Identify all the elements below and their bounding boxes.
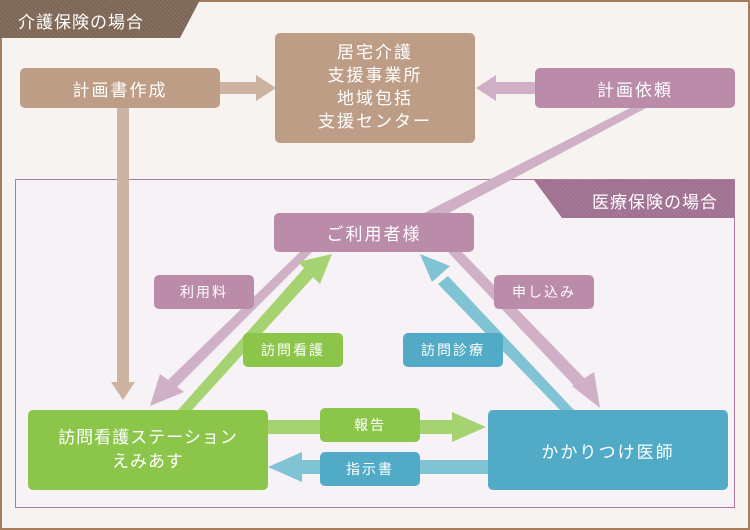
arrow-user-to-doctor xyxy=(448,252,600,408)
plan-request-node: 計画依頼 xyxy=(535,68,735,108)
user-label: ご利用者様 xyxy=(326,225,422,245)
doctor-node: かかりつけ医師 xyxy=(488,410,728,490)
station-line-1: 訪問看護ステーション xyxy=(58,428,238,448)
plan-request-label: 計画依頼 xyxy=(597,80,673,101)
kaigo-section-label: 介護保険の場合 xyxy=(18,13,144,33)
care-center-line-3: 地域包括 xyxy=(337,89,413,109)
home-nursing-label: 訪問看護 xyxy=(261,343,325,359)
arrow-request-to-user xyxy=(420,107,648,215)
arrow-request-to-center xyxy=(476,75,538,101)
care-center-line-2: 支援事業所 xyxy=(327,66,423,86)
plan-creation-label: 計画書作成 xyxy=(72,80,168,101)
report-label-box: 報告 xyxy=(320,408,420,442)
arrow-plan-to-station xyxy=(111,107,135,400)
home-visit-care-label: 訪問診療 xyxy=(421,343,485,359)
kaigo-section-tab: 介護保険の場合 xyxy=(0,0,200,38)
arrow-plan-to-center xyxy=(220,75,276,101)
usage-fee-label-box: 利用料 xyxy=(154,275,254,309)
plan-creation-node: 計画書作成 xyxy=(20,68,220,108)
application-label: 申し込み xyxy=(512,285,576,301)
usage-fee-label: 利用料 xyxy=(180,285,228,301)
instructions-label-box: 指示書 xyxy=(320,452,420,486)
report-label: 報告 xyxy=(354,418,386,434)
user-node: ご利用者様 xyxy=(274,213,474,252)
station-node: 訪問看護ステーション えみあす xyxy=(28,410,268,490)
home-nursing-label-box: 訪問看護 xyxy=(243,333,343,367)
care-center-node: 居宅介護 支援事業所 地域包括 支援センター xyxy=(275,33,475,143)
iryo-section-label: 医療保険の場合 xyxy=(592,193,718,213)
station-line-2: えみあす xyxy=(112,452,184,472)
arrow-user-to-station xyxy=(150,252,312,406)
care-center-line-4: 支援センター xyxy=(318,112,432,132)
arrow-doctor-to-user xyxy=(420,254,574,410)
instructions-label: 指示書 xyxy=(346,462,394,478)
doctor-label: かかりつけ医師 xyxy=(541,442,675,463)
home-visit-care-label-box: 訪問診療 xyxy=(403,333,503,367)
application-label-box: 申し込み xyxy=(494,275,594,309)
iryo-section-tab: 医療保険の場合 xyxy=(534,180,734,218)
care-center-line-1: 居宅介護 xyxy=(337,43,413,63)
